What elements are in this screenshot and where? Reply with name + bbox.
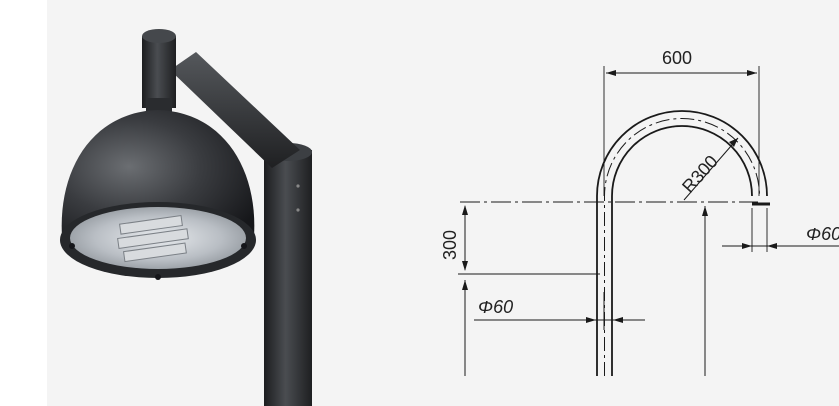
- rim-bolt: [241, 243, 247, 249]
- arrow-head: [462, 261, 468, 271]
- arrow-head: [462, 280, 468, 290]
- arrow-head: [606, 70, 616, 76]
- rim-bolt: [155, 274, 161, 280]
- arrow-head: [767, 243, 777, 249]
- stem-collar: [146, 98, 172, 112]
- pole-screw: [296, 184, 300, 188]
- width-label: 600: [662, 48, 692, 68]
- technical-drawing: [458, 66, 839, 376]
- arrow-head: [702, 206, 708, 216]
- lamp-dome: [61, 110, 255, 236]
- stem-top-cap: [142, 29, 176, 43]
- arrow-head: [729, 138, 738, 147]
- tip-diameter-label: Φ60: [806, 224, 839, 244]
- hook-outer-contour: [596, 110, 768, 376]
- rim-bolt: [69, 243, 75, 249]
- arrow-head: [586, 317, 596, 323]
- led-module: [117, 228, 189, 249]
- hook-centerline: [604, 118, 760, 376]
- led-module: [122, 242, 187, 263]
- led-module: [119, 215, 183, 235]
- arrow-head: [462, 205, 468, 215]
- street-lamp-photo-icon: [60, 29, 312, 406]
- arrow-head: [747, 70, 757, 76]
- lamp-pole: [264, 150, 312, 406]
- pipe-diameter-label: Φ60: [478, 297, 513, 317]
- radius-leader: [683, 137, 739, 201]
- lamp-head-stem: [142, 36, 176, 108]
- height-label: 300: [440, 230, 460, 260]
- pole-screw: [296, 208, 300, 212]
- arrow-head: [613, 317, 623, 323]
- hook-inner-contour: [611, 125, 753, 376]
- lamp-arm: [170, 52, 300, 168]
- arrow-head: [742, 243, 752, 249]
